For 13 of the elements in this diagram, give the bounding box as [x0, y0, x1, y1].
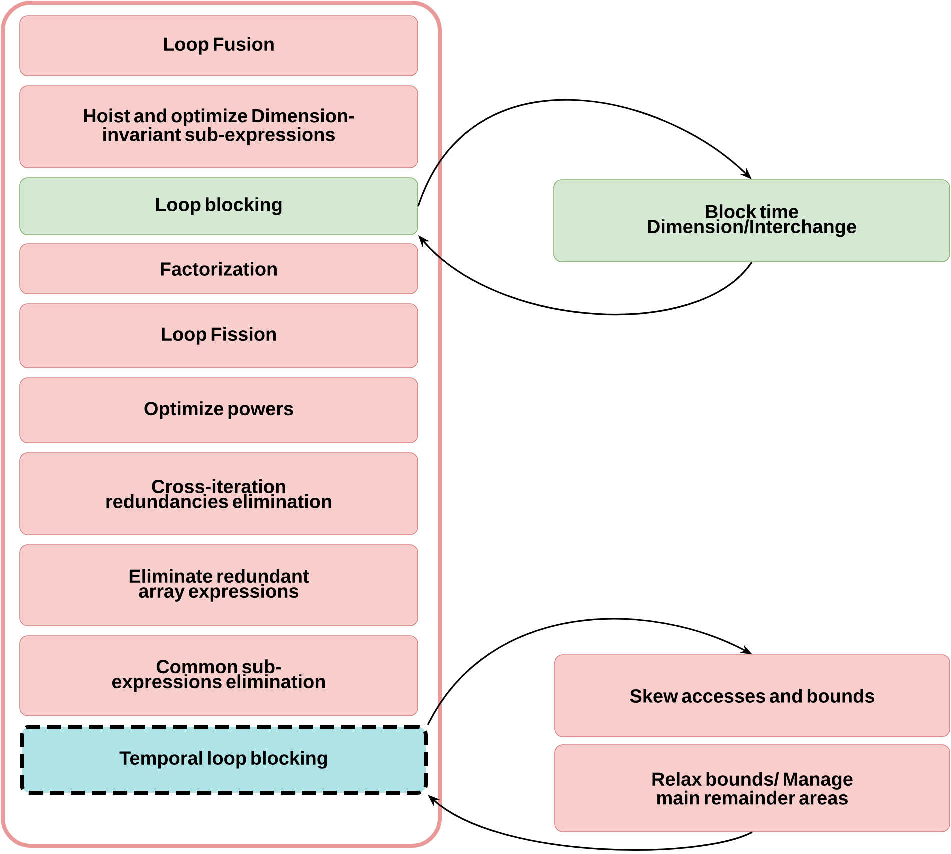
step-box: Hoist and optimize Dimension-invariant sub-expressions	[20, 86, 418, 168]
step-box: Skew accesses and bounds	[554, 654, 950, 738]
step-box: Loop Fusion	[20, 16, 418, 76]
step-box: Eliminate redundant array expressions	[20, 544, 418, 626]
step-box: Optimize powers	[20, 378, 418, 444]
step-box: Factorization	[20, 244, 418, 294]
step-box: Cross-iteration redundancies elimination	[20, 452, 418, 536]
step-box: Loop blocking	[20, 178, 418, 236]
step-box: Temporal loop blocking	[20, 725, 428, 795]
step-box: Block time Dimension/Interchange	[554, 180, 950, 262]
step-box: Loop Fission	[20, 304, 418, 368]
step-box: Common sub-expressions elimination	[20, 636, 418, 716]
step-box: Relax bounds/ Manage main remainder areas	[554, 744, 950, 832]
